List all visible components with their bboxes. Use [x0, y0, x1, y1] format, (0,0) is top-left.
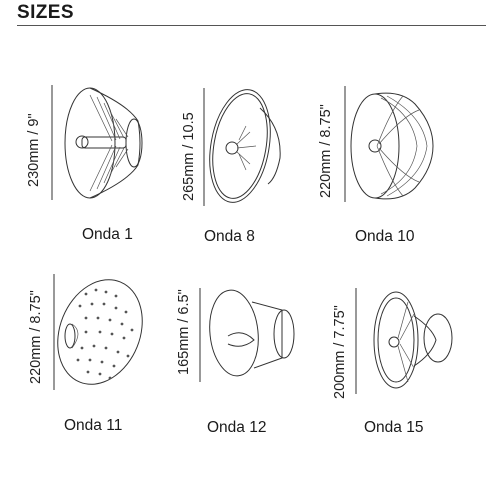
page-title: SIZES [17, 2, 74, 23]
product-dimension: 220mm / 8.75" [318, 104, 334, 198]
title-divider [17, 25, 486, 26]
product-dimension: 265mm / 10.5 [181, 112, 197, 201]
product-name: Onda 11 [64, 417, 123, 434]
onda-15-lamp-icon [355, 288, 453, 394]
section-header: SIZES [17, 2, 487, 26]
product-dimension: 165mm / 6.5" [176, 289, 192, 375]
onda-1-lamp-icon [51, 85, 143, 200]
product-name: Onda 15 [364, 419, 424, 436]
product-dimension: 200mm / 7.75" [332, 305, 348, 399]
product-name: Onda 12 [207, 419, 267, 436]
onda-11-lamp-icon [53, 274, 143, 390]
product-name: Onda 8 [204, 228, 255, 245]
product-name: Onda 10 [355, 228, 415, 245]
product-dimension: 220mm / 8.75" [28, 290, 44, 384]
onda-8-lamp-icon [203, 88, 281, 206]
product-name: Onda 1 [82, 226, 133, 243]
product-dimension: 230mm / 9" [26, 113, 42, 187]
onda-10-lamp-icon [344, 86, 434, 202]
onda-12-lamp-icon [199, 288, 295, 382]
